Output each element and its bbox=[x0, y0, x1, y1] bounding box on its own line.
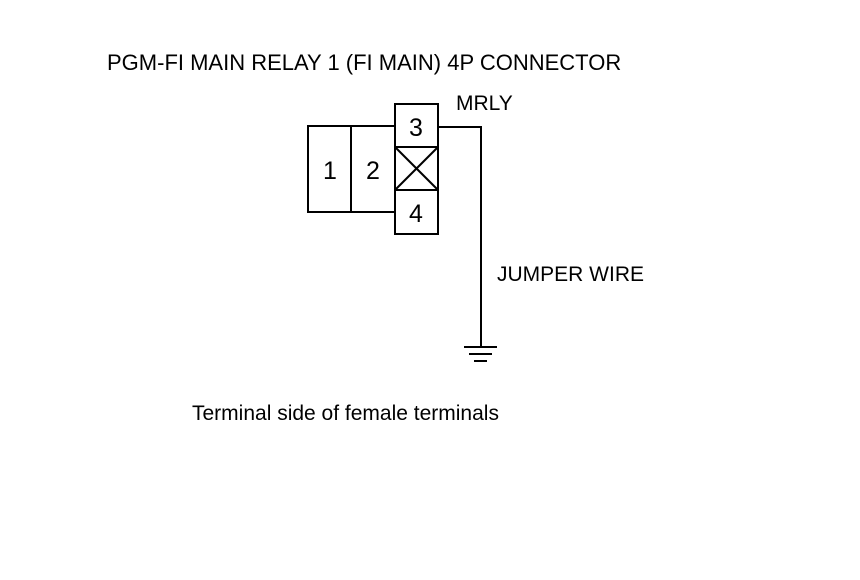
diagram-title: PGM-FI MAIN RELAY 1 (FI MAIN) 4P CONNECT… bbox=[107, 50, 622, 75]
signal-label: MRLY bbox=[456, 92, 513, 115]
ground-icon bbox=[464, 346, 497, 362]
jumper-wire-label: JUMPER WIRE bbox=[497, 263, 644, 286]
diagram-caption: Terminal side of female terminals bbox=[192, 402, 499, 425]
terminal-1-number: 1 bbox=[323, 157, 337, 185]
terminal-4-number: 4 bbox=[409, 200, 423, 228]
crossed-box-icon bbox=[394, 146, 439, 191]
jumper-wire bbox=[438, 126, 482, 346]
terminal-2-number: 2 bbox=[366, 157, 380, 185]
terminal-3-number: 3 bbox=[409, 114, 423, 142]
blocked-cavity bbox=[394, 146, 439, 191]
